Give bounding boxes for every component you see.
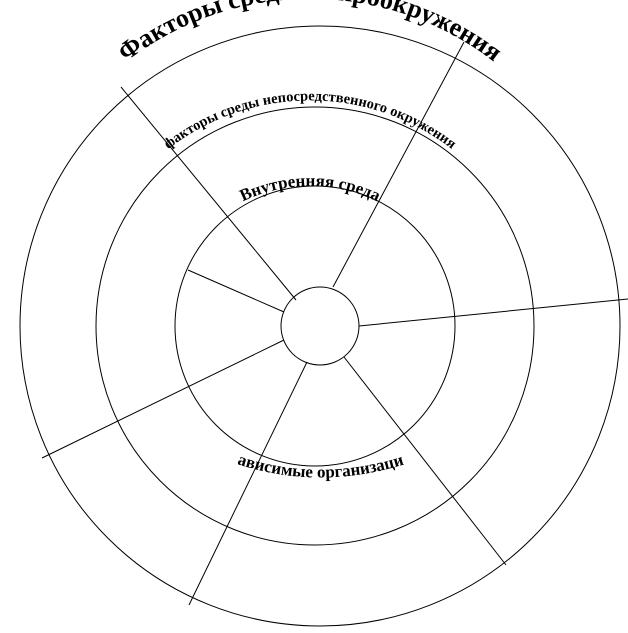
internal-environment-label-text: Внутренняя среда	[237, 171, 384, 205]
center-circle-organization	[280, 286, 360, 366]
spoke-lower-left	[41, 339, 285, 459]
spoke-lower-right	[343, 356, 507, 566]
spoke-upper-right	[332, 41, 465, 288]
internal-environment-label: Внутренняя среда	[237, 171, 384, 205]
spoke-upper-left	[120, 86, 297, 301]
spoke-bottom	[188, 361, 308, 606]
direct-environment-label-text: факторы среды непосредственного окружени…	[161, 88, 459, 152]
spoke-inner-left	[187, 269, 285, 313]
spoke-right	[358, 298, 628, 327]
outer-ring-macro-environment	[19, 25, 621, 627]
direct-environment-label: факторы среды непосредственного окружени…	[161, 88, 459, 152]
macro-environment-label-text: Факторы среды макроокружения	[112, 0, 507, 67]
inner-ring-internal-environment	[174, 185, 456, 467]
macro-environment-label: Факторы среды макроокружения	[112, 0, 507, 67]
middle-ring-direct-environment	[95, 106, 535, 546]
